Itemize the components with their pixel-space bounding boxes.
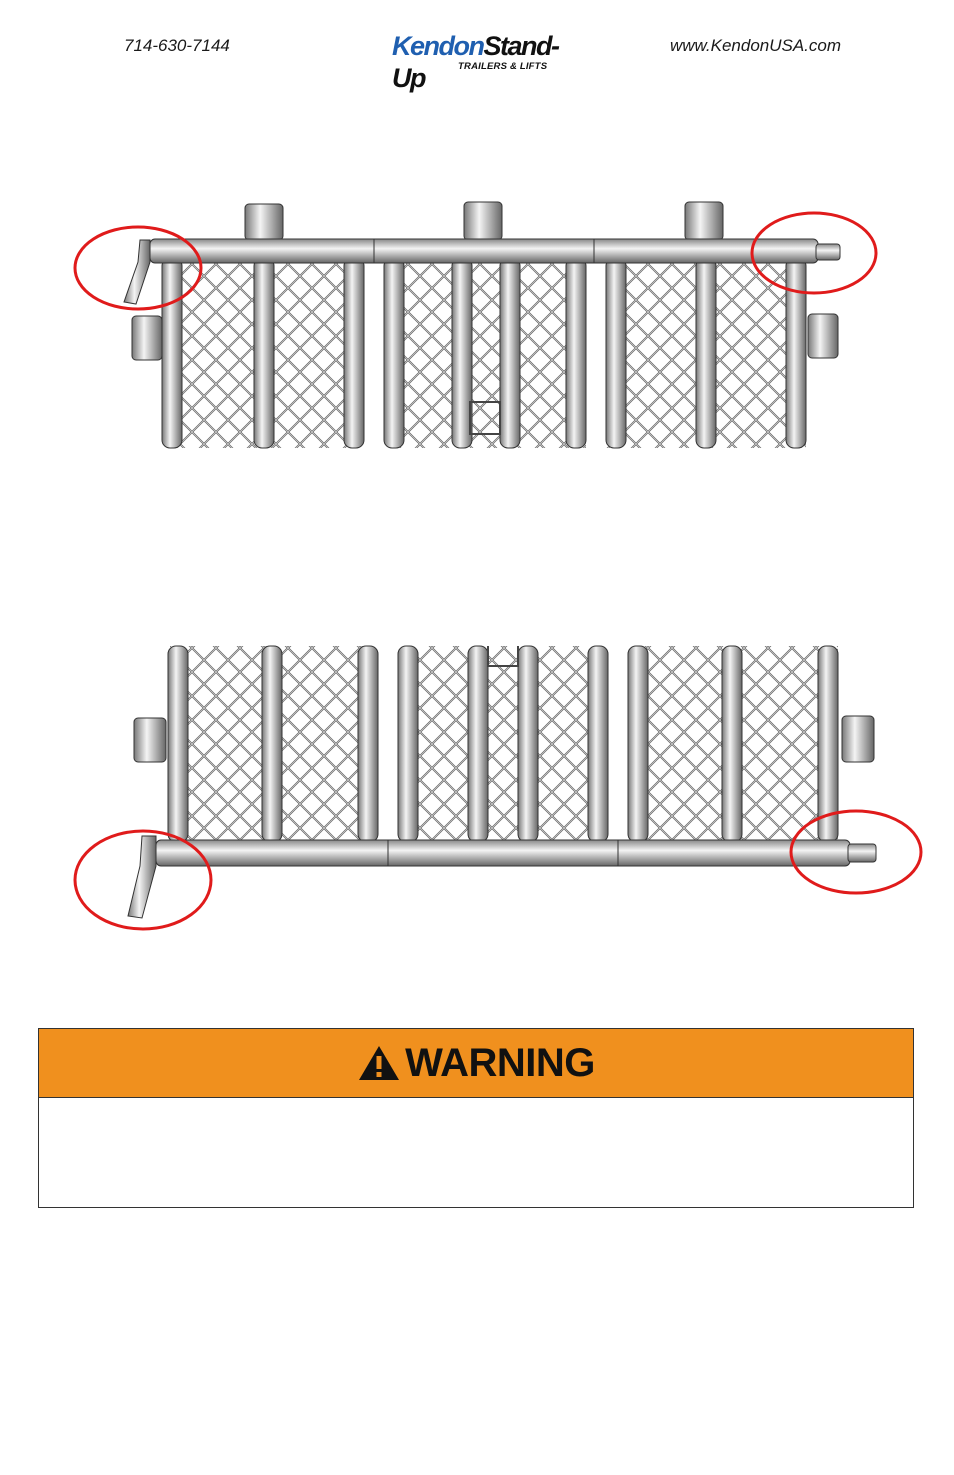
warning-box: WARNING (38, 1028, 914, 1208)
header-phone: 714-630-7144 (124, 36, 230, 55)
warning-title: WARNING (405, 1040, 595, 1085)
highlight-circle-right (750, 211, 878, 295)
logo-primary: Kendon (392, 31, 485, 61)
highlight-circle-right (789, 809, 923, 895)
warning-body (39, 1098, 913, 1208)
warning-header: WARNING (39, 1029, 913, 1098)
company-logo: KendonStand-Up TRAILERS & LIFTS (392, 30, 572, 93)
highlight-circle-left (73, 225, 203, 311)
gate-figure-bottom (73, 645, 923, 931)
logo-secondary: Stand-Up (392, 31, 560, 93)
warning-triangle-icon (359, 1046, 400, 1080)
header-website: www.KendonUSA.com (670, 36, 842, 55)
logo-tagline: TRAILERS & LIFTS (458, 61, 548, 72)
gate-figure-top (73, 201, 878, 449)
highlight-circle-left (73, 829, 213, 931)
